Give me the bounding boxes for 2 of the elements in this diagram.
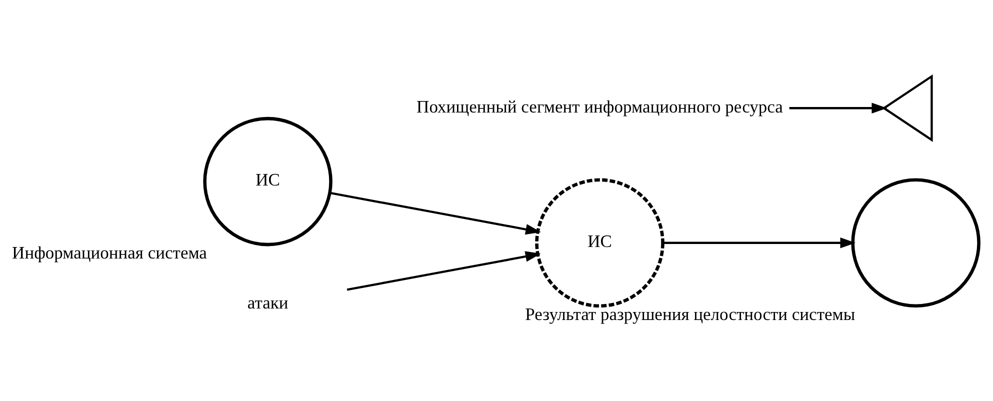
- node-text: атаки: [247, 292, 288, 312]
- node-text: Похищенный сегмент информационного ресурса: [416, 96, 783, 116]
